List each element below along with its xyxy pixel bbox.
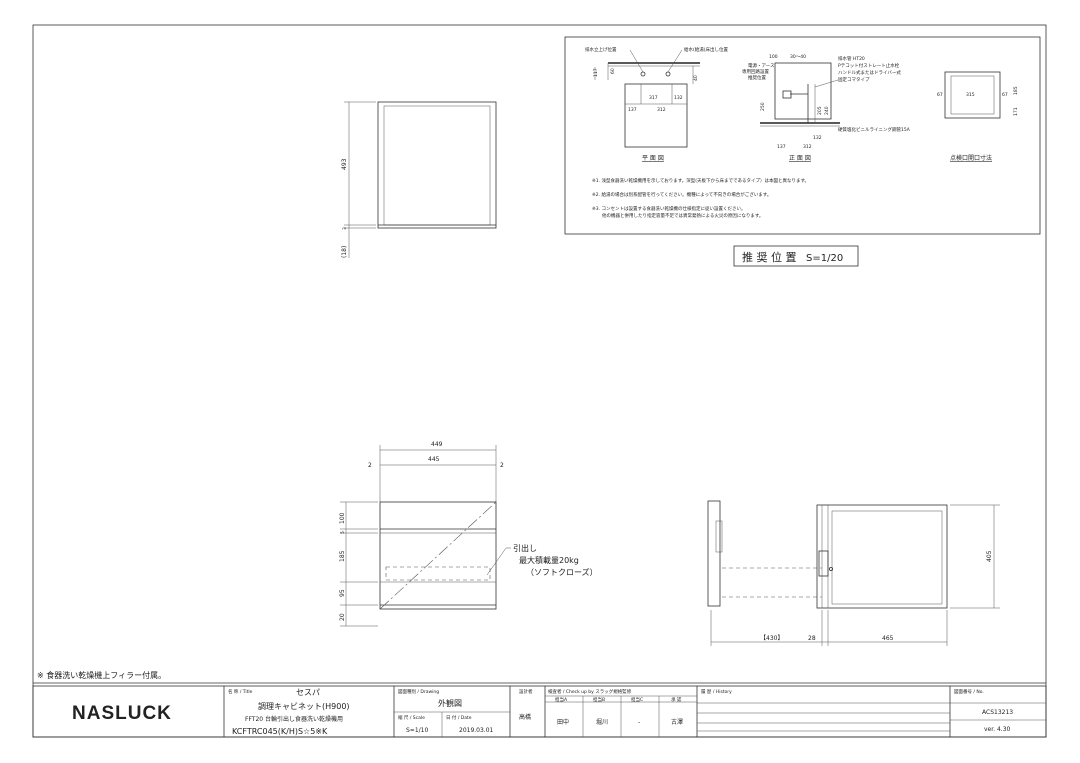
drawing-type: 外観図	[438, 698, 462, 708]
opening-label: 点検口開口寸法	[950, 154, 992, 162]
check-col-4: 承 認	[671, 696, 682, 703]
faucet-label-1: Pテコット付ストレート止水栓	[838, 62, 900, 69]
note-2: ※2. 給湯の場合は別系配管を行ってください。機種によって不向きの場合がございま…	[592, 191, 771, 198]
front-dim-30-40: 30～40	[790, 54, 806, 60]
height-5-dim: 5	[340, 531, 346, 534]
drawing-no-label: 図面番号 / No.	[954, 688, 984, 695]
drawer-label-2: 最大積載量20kg	[519, 555, 579, 565]
side-height-405-dim: 405	[986, 550, 993, 562]
checker-1: 田中	[557, 718, 569, 726]
note-3: ※3. コンセントは設置する食器洗い乾燥機の仕様指定に従い設置ください。	[592, 205, 746, 212]
dim-18: (18)	[341, 246, 348, 258]
opening-dim-67a: 67	[937, 92, 943, 98]
height-20-dim: 20	[339, 613, 346, 621]
power-label-1: 電源・アース	[748, 62, 775, 69]
check-col-2: 担当B	[593, 696, 605, 703]
side-dim-465: 465	[882, 635, 894, 642]
dim-3: 3	[342, 227, 348, 230]
height-100-dim: 100	[339, 512, 346, 524]
plan-dim-132: 132	[674, 95, 683, 101]
scale-value: S=1/10	[406, 727, 428, 734]
height-185-dim: 185	[339, 550, 346, 562]
drawing-number: ACS13213	[982, 709, 1013, 716]
dim-2-left: 2	[368, 462, 372, 469]
scale-label: 縮 尺 / Scale	[398, 714, 425, 721]
front-dim-240: 240	[824, 106, 830, 115]
check-label: 検査者 / Check up by スラッグ規格監修	[548, 688, 632, 695]
caption-title: 推 奨 位 置	[742, 250, 797, 264]
note-4: 他の機器と併用したり指定容量不足では異常発熱による火災の原因になります。	[602, 212, 763, 219]
checker-4: 古澤	[671, 718, 683, 726]
title-label: 名 称 / Title	[228, 688, 253, 695]
dim-2-right: 2	[500, 462, 504, 469]
opening-dim-171: 171	[1013, 107, 1019, 116]
date-label: 日 付 / Date	[446, 714, 472, 721]
designer-name: 高橋	[519, 713, 531, 721]
drawer-front-view: 449 445 2 2 100 5 185 95 20 引出し 最大積載量20k…	[339, 441, 598, 627]
title-block: NASLUCK 名 称 / Title セスパ 調理キャビネット(H900) F…	[32, 685, 1047, 738]
width-449-dim: 449	[431, 441, 443, 448]
side-dim-430: 【430】	[760, 635, 783, 642]
drawing-version: ver. 4.30	[984, 726, 1011, 733]
power-label-2: 専用回路設置	[742, 68, 769, 75]
plan-dim-40: 40	[693, 75, 699, 81]
width-445-dim: 445	[428, 456, 440, 463]
front-dim-100: 100	[769, 54, 778, 60]
note-1: ※1. 浅型食器洗い乾燥機用を示しております。深型(天板下から床までであるタイプ…	[592, 177, 809, 184]
plan-dim-317: 317	[649, 95, 658, 101]
front-dim-205: 205	[817, 106, 823, 115]
opening-dim-315: 315	[966, 92, 975, 98]
power-label-3: 推奨位置	[748, 74, 766, 81]
nasluck-logo: NASLUCK	[72, 703, 172, 724]
front-dim-137: 137	[777, 144, 786, 150]
drawing-label: 図面種別 / Drawing	[398, 688, 439, 695]
supply-position-label: 給水(給湯)床出し位置	[684, 46, 729, 53]
date-value: 2019.03.01	[459, 727, 494, 734]
recommended-position-panel: 排水立上げ位置 給水(給湯)床出し位置 117 60 40 317 132 13…	[564, 36, 1041, 235]
designer-label: 設計者	[519, 688, 533, 695]
drain-position-label: 排水立上げ位置	[585, 46, 617, 53]
front-elevation: 100 30～40 電源・アース 専用回路設置 推奨位置 排水管 HT20 Pテ…	[742, 54, 911, 162]
plan-dim-60: 60	[610, 68, 616, 74]
drain-pipe-label: 排水管 HT20	[838, 55, 865, 62]
drawer-label-1: 引出し	[513, 543, 537, 553]
front-dim-312: 312	[803, 144, 812, 150]
history-label: 履 歴 / History	[701, 689, 732, 695]
plan-dim-117: 117	[593, 68, 599, 77]
front-dim-132: 132	[813, 135, 822, 141]
side-dim-28: 28	[808, 635, 816, 642]
front-dim-250: 250	[760, 102, 766, 111]
height-95-dim: 95	[339, 589, 346, 597]
plan-dim-312: 312	[657, 107, 666, 113]
check-col-1: 担当A	[555, 696, 568, 703]
filler-footnote: ※ 食器洗い乾燥機上フィラー付属。	[37, 670, 166, 680]
product-sub: 調理キャビネット(H900)	[258, 701, 350, 711]
caption-scale: S=1/20	[806, 253, 843, 264]
front-elevation-label: 正 面 図	[789, 155, 811, 162]
plan-view-label: 平 面 図	[642, 155, 664, 162]
opening-dim-67b: 67	[1002, 92, 1008, 98]
height-493-dim: 493	[341, 158, 348, 170]
product-desc: FFT20 台輪引出し食器洗い乾燥機用	[245, 715, 343, 723]
plan-dim-137: 137	[628, 107, 637, 113]
product-name: セスパ	[296, 688, 320, 697]
check-col-3: 担当C	[631, 696, 643, 703]
faucet-label-2: ハンドル式またはドライバー式	[838, 69, 901, 76]
recommended-position-frame	[564, 36, 1041, 235]
inspection-opening: 67 315 67 185 171 点検口開口寸法	[937, 71, 1019, 162]
faucet-label-3: 固定コマタイプ	[838, 76, 870, 83]
checker-3: -	[638, 719, 640, 726]
recommended-position-caption: 推 奨 位 置 S=1/20	[733, 245, 859, 267]
checker-2: 堀川	[596, 718, 608, 726]
opening-dim-185: 185	[1013, 86, 1019, 95]
model-number: KCFTRC045(K/H)S☆5※K	[232, 727, 328, 736]
side-view: 405 【430】 28 465	[707, 500, 1000, 646]
pipe-note: 硬質塩化ビニルライニング鋼管15A	[838, 126, 911, 133]
plan-view: 排水立上げ位置 給水(給湯)床出し位置 117 60 40 317 132 13…	[585, 46, 729, 162]
filler-front-view: 493 3 (18)	[341, 101, 497, 258]
drawer-label-3: （ソフトクローズ）	[526, 567, 598, 577]
